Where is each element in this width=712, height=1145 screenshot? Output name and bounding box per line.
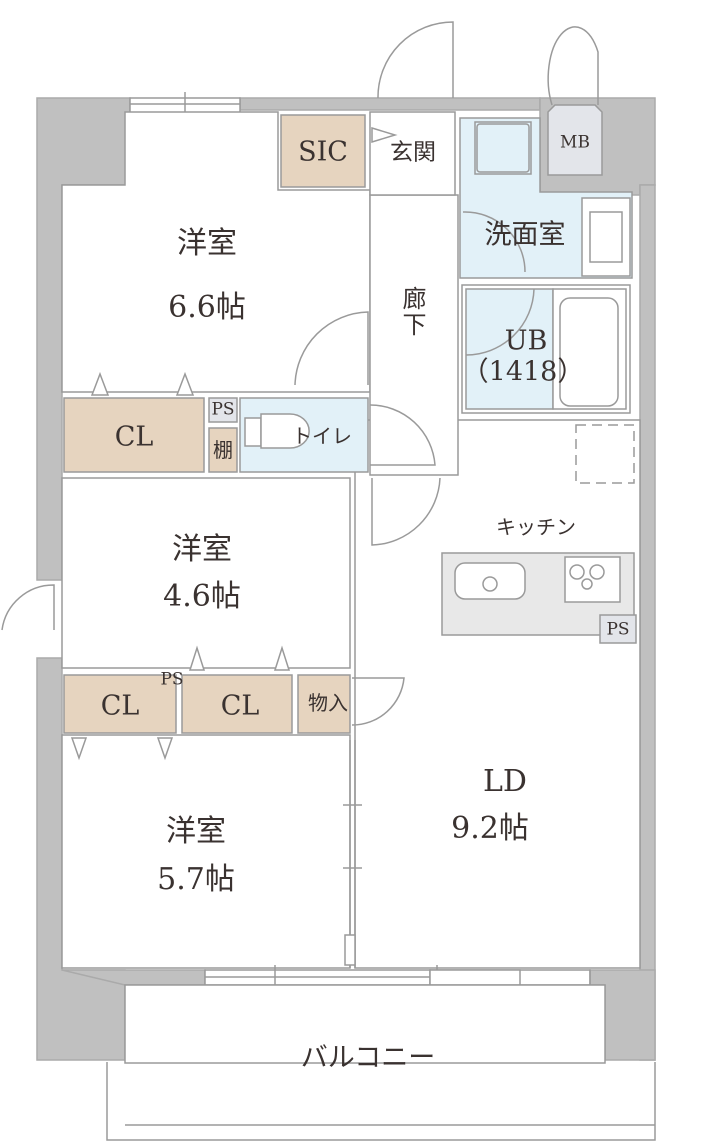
wall-top [239, 97, 541, 111]
sic-closet [280, 114, 366, 188]
shelf-label: 棚 [213, 438, 233, 462]
entrance-area [369, 111, 456, 196]
room-western-1 [61, 111, 371, 393]
hallway-label: 廊下 [398, 286, 426, 338]
shelf [208, 427, 238, 473]
room-western-2 [61, 477, 351, 669]
storage-box [297, 674, 351, 734]
room-ld [354, 419, 641, 969]
room-ld-name: LD [483, 764, 527, 799]
room-western-2-name: 洋室 [172, 532, 232, 567]
room-western-1-size: 6.6帖 [168, 290, 246, 325]
closet-2 [63, 674, 177, 734]
closet-1-label: CL [114, 421, 154, 453]
ps-kitchen-label: PS [606, 619, 630, 640]
closet-3-label: CL [220, 690, 260, 722]
room-western-3-name: 洋室 [166, 814, 226, 849]
toilet-label: トイレ [292, 424, 352, 448]
balcony-label: バルコニー [300, 1042, 436, 1074]
entrance-label: 玄関 [390, 139, 436, 166]
vanity [581, 197, 631, 277]
ub-label: UB [504, 325, 548, 357]
fridge-space [575, 424, 635, 484]
ub-size-label: （1418） [461, 356, 585, 388]
ps-mid-label: PS [160, 669, 184, 690]
mb-label: MB [560, 132, 590, 153]
wall-right [639, 184, 656, 1061]
closet-1 [63, 397, 205, 473]
ps-top-label: PS [211, 399, 235, 420]
entrance-door [377, 21, 454, 99]
room-ld-size: 9.2帖 [451, 811, 529, 846]
room-western-2-size: 4.6帖 [163, 579, 241, 614]
room-western-3 [61, 734, 351, 969]
balcony-area [124, 984, 606, 1064]
room-western-3-size: 5.7帖 [157, 862, 235, 897]
mb-box [547, 104, 603, 176]
closet-2-label: CL [100, 690, 140, 722]
kitchen-label: キッチン [496, 515, 576, 539]
closet-3 [181, 674, 293, 734]
washroom-label: 洗面室 [484, 219, 566, 251]
room-western-1-name: 洋室 [177, 226, 237, 261]
sic-label: SIC [298, 136, 348, 168]
storage-label: 物入 [308, 691, 348, 715]
side-door [1, 584, 55, 631]
